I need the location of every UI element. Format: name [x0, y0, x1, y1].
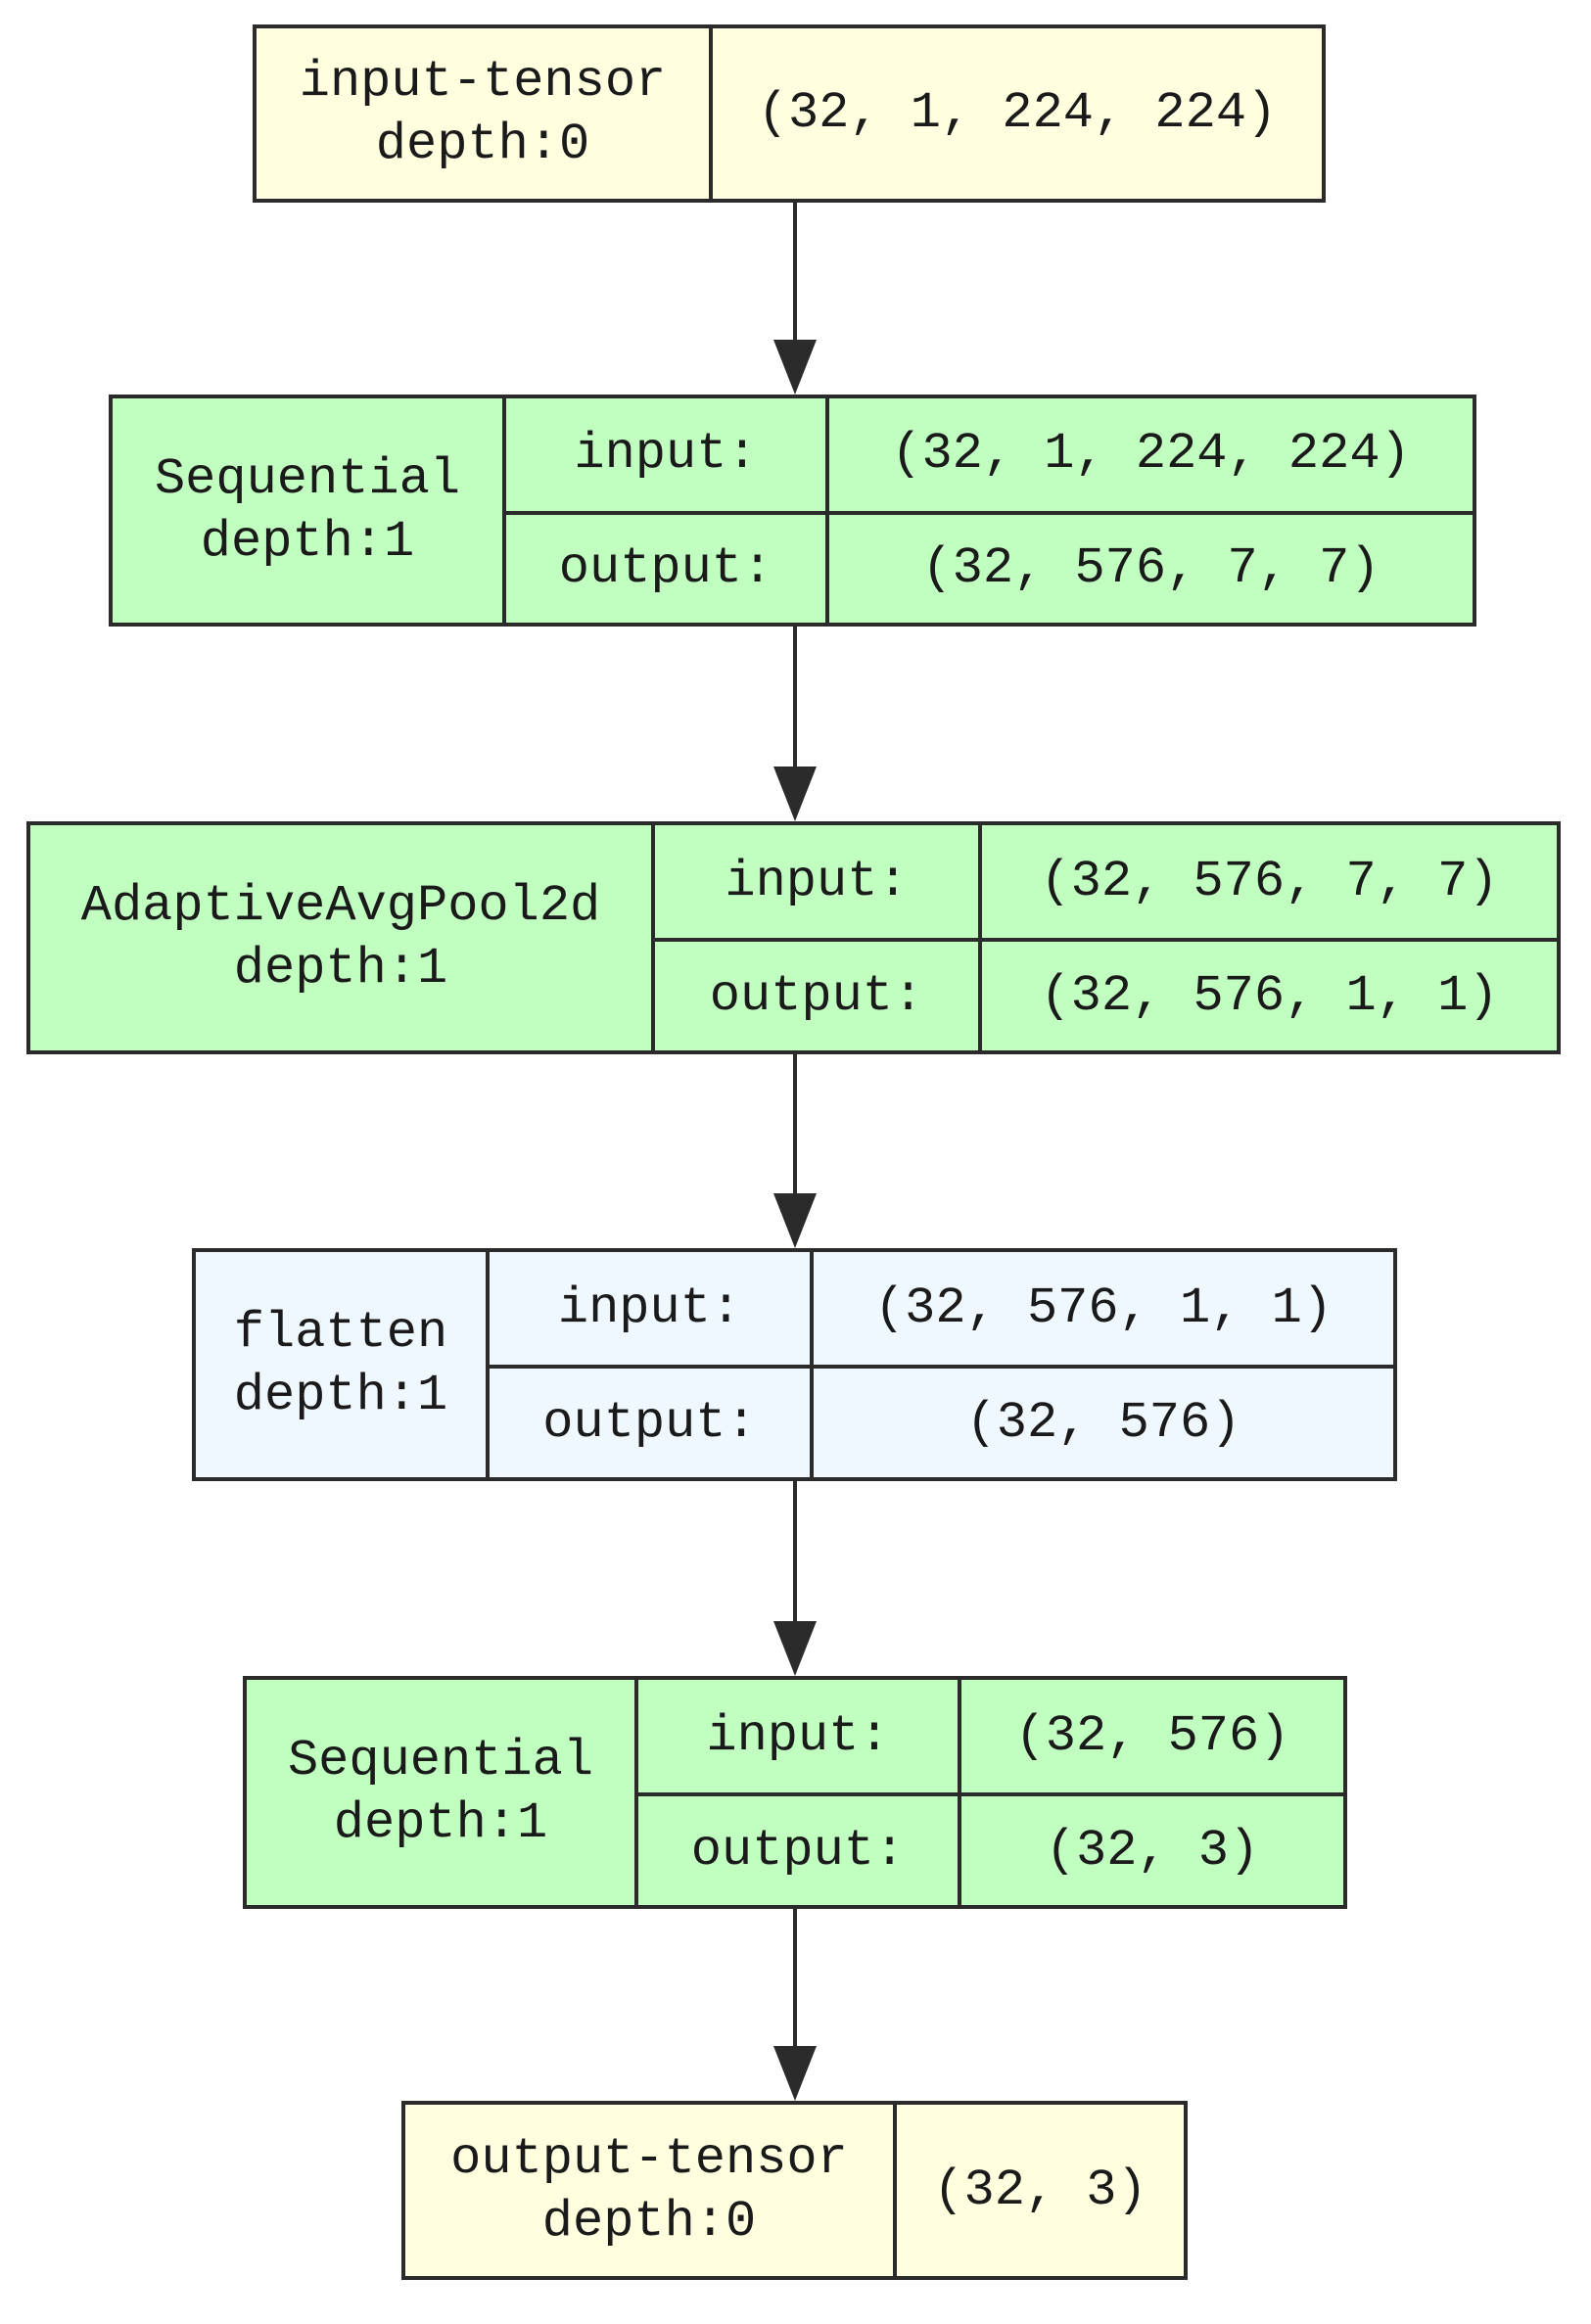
input-shape: (32, 576) — [1014, 1706, 1290, 1765]
node-name: Sequential — [154, 449, 461, 508]
output-label: output: — [638, 1796, 961, 1905]
node-name-cell: Sequential depth:1 — [247, 1680, 638, 1905]
adaptiveavgpool2d-module-node: AdaptiveAvgPool2d depth:1 input: (32, 57… — [26, 821, 1561, 1054]
output-label: output: — [655, 942, 982, 1050]
node-name-cell: output-tensor depth:0 — [405, 2105, 897, 2276]
edge-arrow — [773, 203, 817, 395]
node-name: input-tensor — [299, 53, 667, 111]
output-row: output: (32, 576) — [490, 1365, 1393, 1477]
input-label: input: — [655, 825, 982, 938]
node-name-cell: flatten depth:1 — [196, 1252, 490, 1477]
output-label: output: — [506, 514, 829, 623]
input-tensor-node: input-tensor depth:0 (32, 1, 224, 224) — [253, 24, 1326, 203]
output-row: output: (32, 576, 7, 7) — [506, 510, 1473, 623]
node-depth: depth:1 — [233, 1367, 448, 1424]
output-row: output: (32, 576, 1, 1) — [655, 938, 1557, 1050]
node-depth: depth:1 — [333, 1794, 548, 1852]
output-shape: (32, 3) — [1045, 1821, 1260, 1880]
input-label: input: — [638, 1680, 961, 1792]
arrowhead — [773, 767, 817, 821]
arrowhead — [773, 1621, 817, 1676]
input-row: input: (32, 576, 7, 7) — [655, 825, 1557, 938]
edge-arrow — [773, 1481, 817, 1676]
io-table: input: (32, 576, 1, 1) output: (32, 576) — [490, 1252, 1393, 1477]
arrowhead — [773, 340, 817, 395]
input-row: input: (32, 1, 224, 224) — [506, 398, 1473, 511]
node-name-cell: input-tensor depth:0 — [257, 28, 713, 199]
node-name: flatten — [233, 1304, 448, 1362]
node-name: output-tensor — [450, 2129, 848, 2188]
tensor-shape: (32, 3) — [933, 2161, 1147, 2219]
node-name: Sequential — [287, 1732, 594, 1789]
tensor-shape: (32, 1, 224, 224) — [757, 84, 1278, 142]
input-shape: (32, 576, 1, 1) — [873, 1278, 1334, 1337]
input-label: input: — [506, 398, 829, 511]
edge-arrow — [773, 1054, 817, 1248]
input-shape: (32, 1, 224, 224) — [891, 425, 1411, 484]
edge-arrow — [773, 1909, 817, 2101]
node-depth: depth:1 — [200, 512, 415, 571]
output-label: output: — [490, 1369, 814, 1477]
node-name-cell: Sequential depth:1 — [113, 398, 506, 623]
edge-arrow — [773, 627, 817, 821]
input-label: input: — [490, 1252, 814, 1365]
node-depth: depth:1 — [233, 940, 448, 998]
output-row: output: (32, 3) — [638, 1792, 1343, 1905]
output-shape: (32, 576) — [965, 1393, 1241, 1452]
output-shape: (32, 576, 7, 7) — [921, 538, 1380, 597]
arrowhead — [773, 1193, 817, 1248]
sequential-module-node: Sequential depth:1 input: (32, 1, 224, 2… — [109, 395, 1476, 627]
output-shape: (32, 576, 1, 1) — [1040, 966, 1499, 1025]
io-table: input: (32, 1, 224, 224) output: (32, 57… — [506, 398, 1473, 623]
arrowhead — [773, 2046, 817, 2101]
output-tensor-node: output-tensor depth:0 (32, 3) — [401, 2101, 1188, 2280]
io-table: input: (32, 576) output: (32, 3) — [638, 1680, 1343, 1905]
input-row: input: (32, 576) — [638, 1680, 1343, 1792]
node-name-cell: AdaptiveAvgPool2d depth:1 — [30, 825, 655, 1050]
node-depth: depth:0 — [375, 116, 590, 173]
node-name: AdaptiveAvgPool2d — [80, 877, 601, 935]
node-depth: depth:0 — [541, 2192, 757, 2251]
flatten-function-node: flatten depth:1 input: (32, 576, 1, 1) o… — [192, 1248, 1397, 1481]
io-table: input: (32, 576, 7, 7) output: (32, 576,… — [655, 825, 1557, 1050]
input-shape: (32, 576, 7, 7) — [1040, 852, 1499, 910]
input-row: input: (32, 576, 1, 1) — [490, 1252, 1393, 1365]
sequential-module-node: Sequential depth:1 input: (32, 576) outp… — [243, 1676, 1347, 1909]
